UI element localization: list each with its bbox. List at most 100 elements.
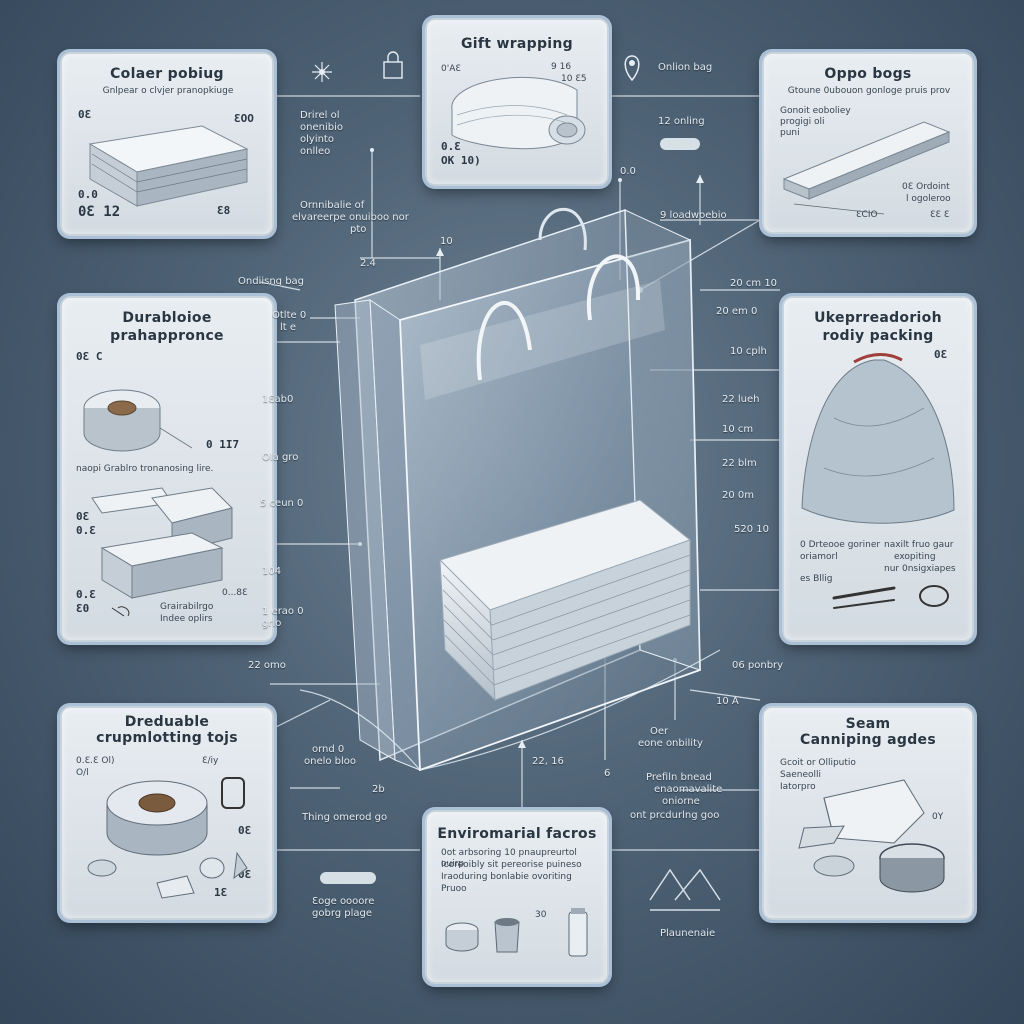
- callout-label: Prefiln bnead: [646, 772, 712, 783]
- panel-title: Oppo bogs: [824, 66, 912, 82]
- text-line: exopiting: [894, 552, 936, 562]
- callout-label: 20 cm 10: [730, 278, 778, 289]
- callout-label: 5 ceun 0: [260, 498, 304, 509]
- text-line: Saeneolli: [780, 770, 822, 780]
- callout-label: oniorne: [662, 796, 700, 807]
- panel-title: crupmlotting tojs: [96, 730, 238, 746]
- value-label: 10 Ɛ5: [561, 74, 587, 84]
- text-line: es Bllig: [800, 574, 833, 584]
- callout-label: olyinto: [300, 134, 334, 145]
- callout-label: 12 onling: [658, 116, 705, 127]
- text-line: naxilt fruo gaur: [884, 540, 954, 550]
- value-label: 0Ɛ 12: [78, 204, 121, 220]
- value-label: 0Y: [932, 812, 944, 822]
- callout-label: 10 A: [716, 696, 739, 707]
- panel-title: Dreduable: [124, 714, 210, 730]
- value-label: 0Ɛ: [76, 510, 90, 523]
- caption: naopi Grablro tronanosing lire.: [76, 464, 214, 474]
- text-line: 0 Drteooe goriner: [800, 540, 881, 550]
- callout-label: lt e: [280, 322, 297, 333]
- panel-title: Durabloioe: [122, 310, 212, 326]
- panel-gift-wrapping: Gift wrapping 0'AƐ 9 16 10 Ɛ5 0.Ɛ OK 10): [425, 18, 609, 186]
- callout-label: Oer: [650, 726, 669, 737]
- panel-title: prahappronce: [110, 328, 224, 344]
- callout-label: Ola gro: [262, 452, 299, 463]
- callout-label: onelo bloo: [304, 756, 357, 767]
- callout-label: ont prcdurlng goo: [630, 810, 720, 821]
- panel-title: Colaer pobiug: [110, 66, 224, 82]
- text-line: oriamorl: [800, 552, 838, 562]
- callout-label: Drirel ol: [300, 110, 340, 121]
- callout-label: 22 omo: [248, 660, 286, 671]
- value-label: 0.Ɛ: [441, 140, 461, 153]
- callout-label: pto: [350, 224, 367, 235]
- callout-label: 22 blm: [722, 458, 757, 469]
- callout-label: eone onbility: [638, 738, 703, 749]
- value-label: Ɛ8: [217, 204, 231, 217]
- callout-label: gobrg plage: [312, 908, 373, 919]
- panel-title: Canniping agdes: [800, 732, 936, 748]
- callout-label: elvareerpe onuiboo nor: [292, 212, 409, 223]
- text-line: Pruoo: [441, 884, 467, 894]
- callout-label: 9 loadwoebio: [660, 210, 727, 221]
- value-label: ƐƐ Ɛ: [930, 210, 950, 220]
- panel-durable-crumpling-tools: Dreduable crupmlotting tojs 0.Ɛ.Ɛ Ol) Ɛ/…: [60, 706, 274, 920]
- callout-label: 0.0: [620, 166, 636, 177]
- panel-title: Gift wrapping: [461, 36, 573, 52]
- panel-oppo-bags: Oppo bogs Gtoune 0ubouon gonloge pruis p…: [762, 52, 974, 234]
- value-label: OK 10): [441, 154, 481, 167]
- value-label: ƐOO: [234, 112, 254, 125]
- callout-label: 06 ponbry: [732, 660, 784, 671]
- text-line: Gonoit eoboliey: [780, 106, 851, 116]
- value-label: 0Ɛ: [934, 348, 948, 361]
- panel-subtitle: Gtoune 0ubouon gonloge pruis prov: [787, 86, 951, 96]
- value-label: 30: [535, 910, 547, 920]
- value-label: 0Ɛ Ordoint: [902, 182, 950, 192]
- panel-title: Enviromarial facros: [437, 826, 597, 842]
- text-line: Icoreoibly sit pereorise puineso: [441, 860, 582, 870]
- callout-label: 20 em 0: [716, 306, 758, 317]
- panel-title: Seam: [845, 716, 891, 732]
- value-label: 0Ɛ: [238, 824, 252, 837]
- value-label: 0.Ɛ.Ɛ Ol): [76, 756, 115, 766]
- container-icons: [445, 908, 588, 957]
- tape-roll-icon: [87, 777, 248, 899]
- callout-label: Ornnibalie of: [300, 200, 365, 211]
- callout-label: 1 erao 0: [262, 606, 304, 617]
- callout-label: 22, 16: [532, 756, 564, 767]
- value-label: O/l: [76, 768, 89, 778]
- text-line: Iatorpro: [780, 782, 816, 792]
- callout-label: Otlte 0: [272, 310, 307, 321]
- value-label: 0'AƐ: [441, 64, 461, 74]
- callout-label: 2b: [372, 784, 385, 795]
- caption: Indee oplirs: [160, 614, 213, 624]
- value-label: 0.Ɛ: [76, 524, 96, 537]
- value-label: Ɛ/iy: [202, 756, 219, 766]
- caption: Grairabilrgo: [160, 602, 214, 612]
- value-label: 0Ɛ: [78, 108, 92, 121]
- callout-label: 2.4: [360, 258, 376, 269]
- callout-label: 20 0m: [722, 490, 755, 501]
- callout-label: enaomavalite: [654, 784, 723, 795]
- text-line: progigi oli: [780, 117, 825, 127]
- drawstring-bag-icon: [801, 353, 955, 609]
- callout-label: ornd 0: [312, 744, 345, 755]
- text-line: Iraoduring bonlabie ovoriting: [441, 872, 572, 882]
- text-line: nur 0nsigxiapes: [884, 564, 956, 574]
- wrap-roll-illustration: [451, 76, 586, 150]
- callout-label: Thing omerod go: [302, 812, 388, 823]
- callout-label: onlleo: [300, 146, 331, 157]
- callout-label: onenibio: [300, 122, 343, 133]
- callout-label: 10 cm: [722, 424, 754, 435]
- panel-seam-cannipping-edges: Seam Canniping agdes Gcoit or Olliputio …: [762, 706, 974, 920]
- value-label: ƐCIO: [856, 210, 878, 220]
- callout-label: 22 lueh: [722, 394, 760, 405]
- callout-label: 104: [262, 566, 282, 577]
- panel-title: Ukeprreadorioh: [814, 310, 942, 326]
- flat-bag-illustration: [782, 121, 951, 215]
- text-line: 0ot arbsoring 10 pnaupreurtol ouirp: [441, 848, 577, 869]
- text-line: puni: [780, 128, 800, 138]
- panel-environmental-factors: Enviromarial facros 0ot arbsoring 10 pna…: [425, 810, 609, 984]
